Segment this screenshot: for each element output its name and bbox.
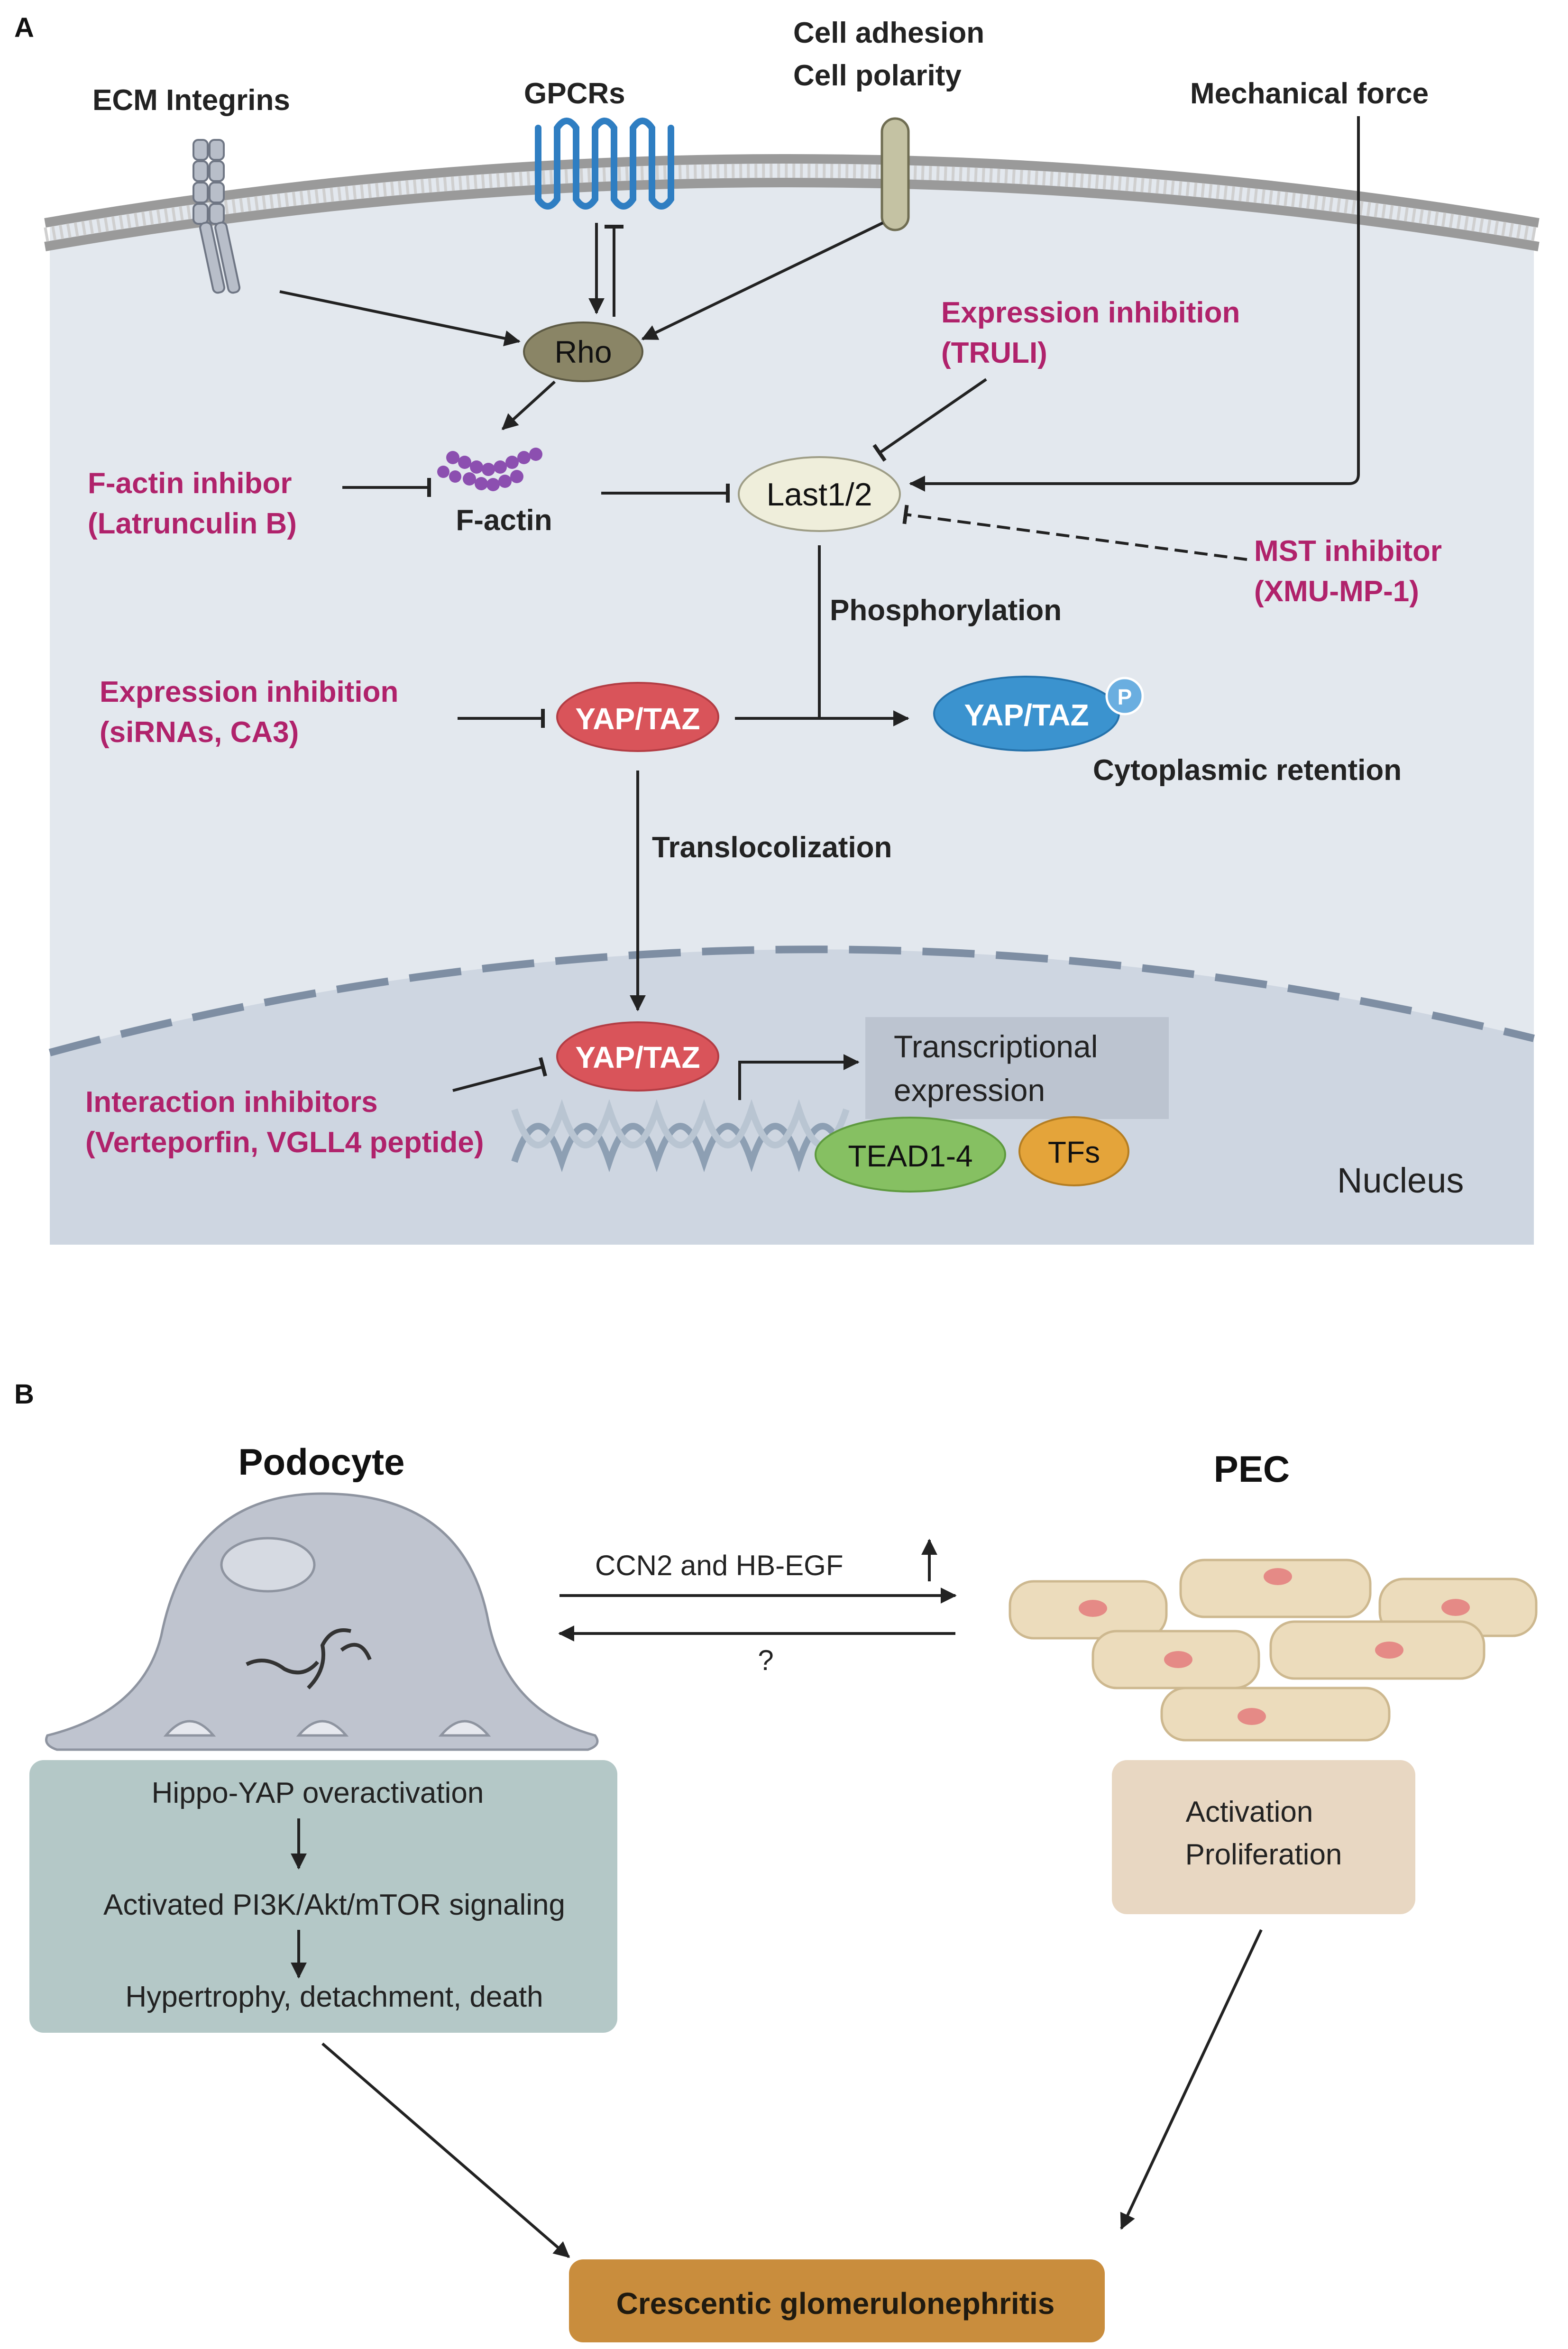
cytoplasmic-retention-label: Cytoplasmic retention	[1093, 754, 1402, 787]
nucleus-label: Nucleus	[1337, 1161, 1464, 1200]
activation-label: Activation	[1186, 1796, 1313, 1828]
transcriptional-label: Transcriptional	[894, 1029, 1098, 1064]
inhib-truli-last	[872, 378, 987, 462]
arrow-integrin-rho	[279, 290, 521, 347]
question-label: ?	[758, 1644, 773, 1676]
pec-pathway-box	[1112, 1760, 1415, 1914]
membrane-lipids	[44, 164, 1540, 242]
ccn2-label: CCN2 and HB-EGF	[595, 1550, 843, 1581]
arrow-transcription	[738, 1054, 860, 1100]
yap-taz-nuclear-node	[556, 1021, 719, 1092]
adhesion-protein	[880, 117, 910, 231]
phosphate-icon	[1105, 677, 1144, 716]
truli-label: (TRULI)	[941, 337, 1047, 369]
arrow-podocyte-crescentic	[321, 2042, 570, 2258]
factin-icon	[437, 448, 542, 491]
crescentic-label: Crescentic glomerulonephritis	[616, 2286, 1055, 2321]
nuclear-envelope	[48, 945, 1535, 1056]
podocyte-pathway-box	[29, 1760, 617, 2033]
pec-cells-icon	[1009, 1559, 1538, 1742]
pec-title: PEC	[1214, 1448, 1290, 1490]
yap-taz-node	[556, 682, 719, 752]
transcriptional-box	[865, 1017, 1169, 1119]
cell-adhesion-label: Cell adhesion	[793, 17, 984, 49]
hippo-label: Hippo-YAP overactivation	[152, 1777, 484, 1809]
yap-taz-nuclear-label: YAP/TAZ	[575, 1040, 700, 1074]
tfs-label: TFs	[1048, 1135, 1100, 1169]
membrane-outer	[44, 154, 1540, 228]
membrane-inner	[44, 178, 1540, 251]
tead-label: TEAD1-4	[848, 1139, 972, 1173]
pi3k-label: Activated PI3K/Akt/mTOR signaling	[103, 1889, 565, 1921]
ecm-integrins-label: ECM Integrins	[92, 84, 290, 117]
crescentic-box	[569, 2259, 1105, 2342]
latrunculin-label: (Latrunculin B)	[88, 507, 297, 540]
proliferation-label: Proliferation	[1185, 1838, 1342, 1871]
factin-inhibitor-label: F-actin inhibor	[88, 467, 292, 500]
tfs-node	[1018, 1116, 1129, 1186]
rho-node	[523, 321, 643, 382]
last-label: Last1/2	[766, 477, 872, 513]
gpcr-receptor	[535, 118, 674, 210]
factin-label: F-actin	[456, 504, 552, 537]
mst-inhibitor-label: MST inhibitor	[1254, 535, 1442, 568]
xmu-label: (XMU-MP-1)	[1254, 575, 1419, 608]
panel-b-label: B	[14, 1379, 34, 1410]
verteporfin-label: (Verteporfin, VGLL4 peptide)	[85, 1126, 484, 1159]
interaction-inhibitors-label: Interaction inhibitors	[85, 1086, 378, 1119]
pec-nuclei	[1079, 1568, 1470, 1725]
gpcrs-label: GPCRs	[524, 77, 625, 110]
expr-inhibition-truli-label: Expression inhibition	[941, 296, 1240, 329]
last-node	[738, 456, 901, 532]
hypertrophy-label: Hypertrophy, detachment, death	[125, 1981, 543, 2013]
arrow-pec-crescentic	[1120, 1929, 1263, 2230]
translocalization-label: Translocolization	[652, 831, 892, 864]
cell-polarity-label: Cell polarity	[793, 59, 962, 92]
arrow-rho-factin	[501, 380, 556, 431]
expression-label: expression	[894, 1073, 1045, 1108]
podocyte-title: Podocyte	[238, 1441, 404, 1483]
integrin-receptor	[193, 139, 241, 294]
yap-taz-phospho-label: YAP/TAZ	[964, 698, 1089, 732]
arrow-mechanical-last	[909, 116, 1360, 492]
expr-inhibition-sirna-label: Expression inhibition	[100, 676, 398, 708]
phosphorylation-label: Phosphorylation	[830, 594, 1062, 627]
phosphate-label: P	[1118, 685, 1132, 709]
inhib-mst-last	[902, 505, 1247, 561]
dna-helix	[511, 1099, 850, 1173]
sirna-label: (siRNAs, CA3)	[100, 716, 299, 749]
inhib-interaction-yap	[452, 1057, 547, 1092]
mechanical-force-label: Mechanical force	[1190, 77, 1429, 110]
podocyte-cell-icon	[45, 1492, 599, 1751]
tead-node	[815, 1117, 1006, 1193]
arrow-adhesion-rho	[641, 221, 884, 340]
yap-taz-label: YAP/TAZ	[575, 702, 700, 736]
rho-label: Rho	[554, 334, 612, 369]
panel-a-label: A	[14, 12, 34, 43]
